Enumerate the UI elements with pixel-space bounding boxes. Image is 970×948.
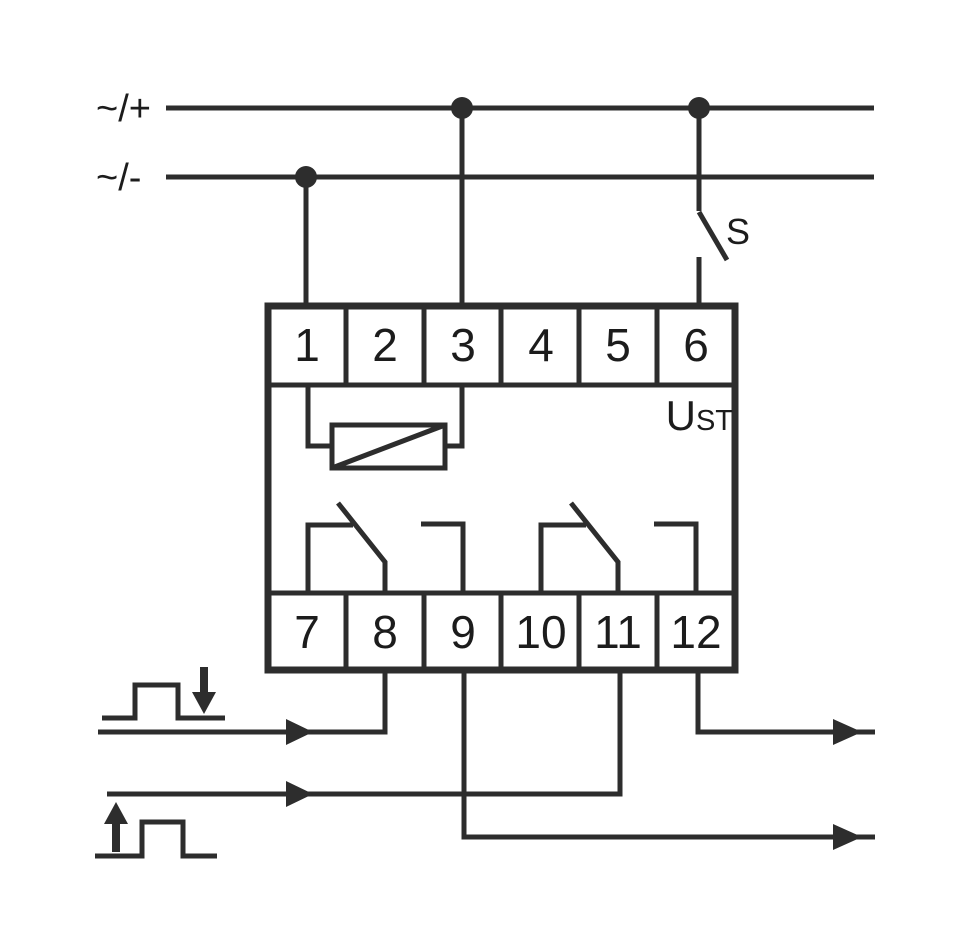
- coil-lead-terminal3: [445, 385, 465, 449]
- contact-left-fixed-terminal9: [421, 521, 466, 593]
- control-voltage-st: ST: [696, 405, 733, 437]
- pulse-rising-edge-icon: [95, 802, 217, 859]
- flow-arrow-output12: [833, 719, 862, 745]
- flow-arrow-input11: [286, 781, 313, 807]
- output-wire-terminal9: [461, 670, 875, 840]
- contact-left-blade-terminal8: [336, 501, 388, 593]
- control-voltage-u: U: [666, 392, 696, 439]
- pulse-waveform: [102, 682, 225, 721]
- terminal-number-8: 8: [372, 606, 398, 658]
- supply-plus-label: ~/+: [96, 88, 151, 130]
- terminal-number-11: 11: [594, 606, 642, 658]
- contact-left-fixed-terminal7: [305, 522, 353, 593]
- terminal-number-10: 10: [515, 606, 566, 658]
- terminal-number-1: 1: [294, 319, 320, 371]
- contact-right-fixed-terminal10: [538, 522, 586, 593]
- switch-blade: [696, 210, 730, 262]
- contact-right-fixed-terminal12: [654, 521, 699, 593]
- flow-arrow-input8: [286, 719, 313, 745]
- coil-lead-terminal1: [305, 385, 332, 449]
- down-arrow-icon: [192, 692, 216, 714]
- switch-label: S: [726, 211, 750, 252]
- flow-arrow-output9: [833, 824, 862, 850]
- terminal-number-2: 2: [372, 319, 398, 371]
- terminal-number-4: 4: [528, 319, 554, 371]
- terminal-number-5: 5: [605, 319, 631, 371]
- terminal-number-6: 6: [683, 319, 709, 371]
- pulse-waveform: [95, 819, 217, 859]
- terminal-number-12: 12: [670, 606, 721, 658]
- up-arrow-icon: [104, 802, 128, 824]
- control-voltage-label: UST: [666, 392, 734, 439]
- supply-minus-label: ~/-: [96, 157, 141, 199]
- contact-right-blade-terminal11: [569, 501, 621, 593]
- input-wire-terminal8: [98, 670, 388, 735]
- coil-diagonal: [331, 422, 446, 471]
- terminal-number-3: 3: [450, 319, 476, 371]
- terminal-number-7: 7: [294, 606, 320, 658]
- pulse-falling-edge-icon: [102, 667, 225, 721]
- output-wire-terminal12: [695, 670, 875, 735]
- input-wire-terminal11: [107, 670, 623, 797]
- terminal-number-9: 9: [450, 606, 476, 658]
